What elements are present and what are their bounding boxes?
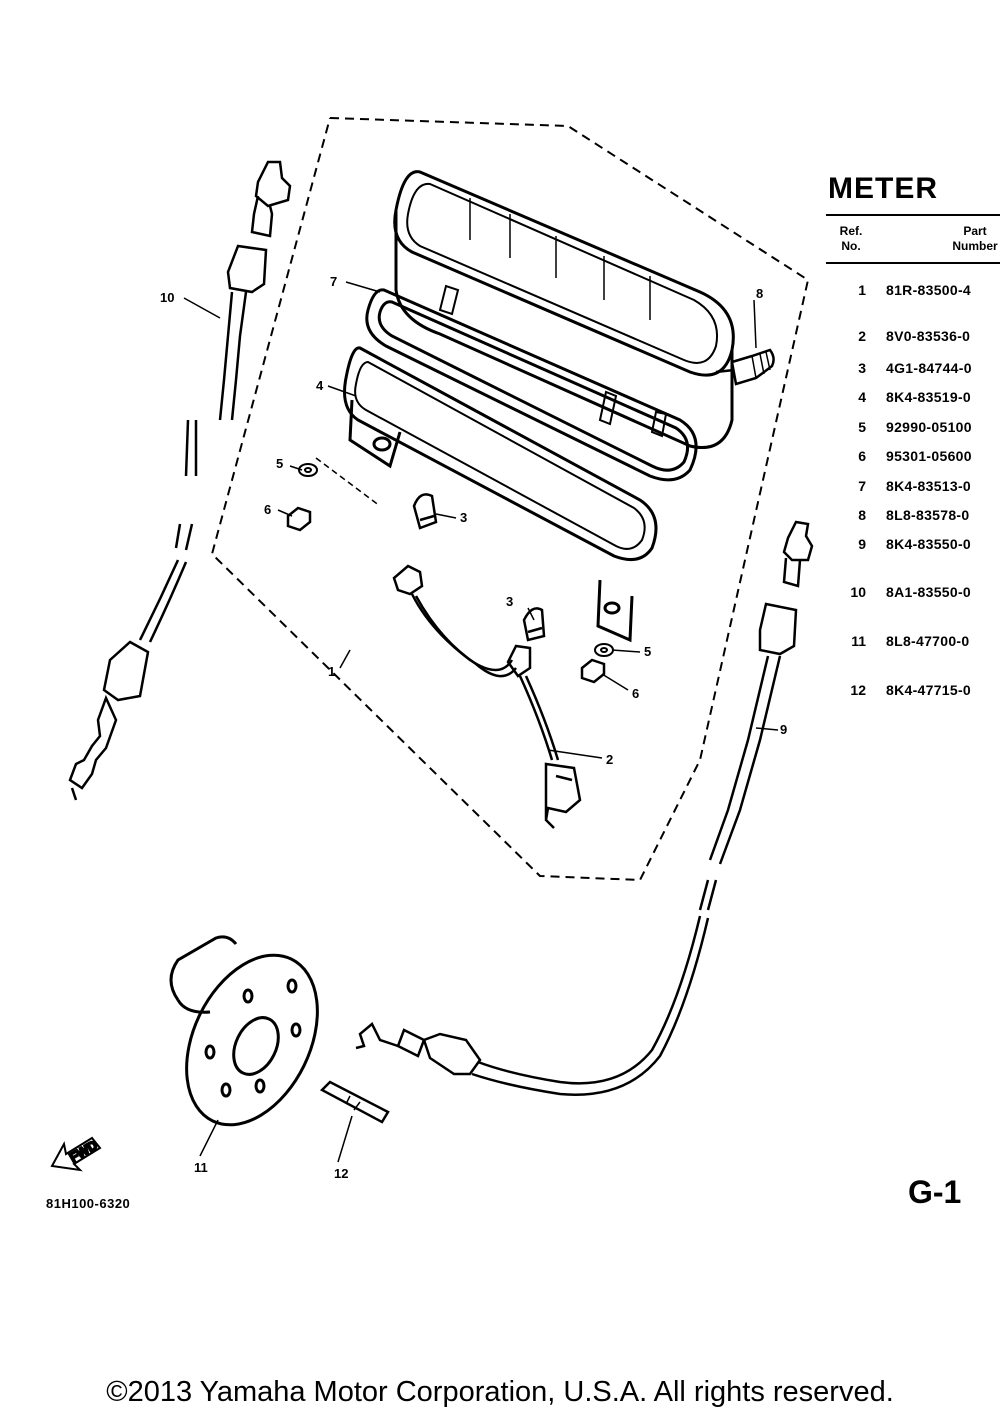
callout-5a: 5: [276, 456, 283, 471]
speedometer-gear-unit[interactable]: [160, 934, 343, 1147]
callout-leaders: [183, 281, 779, 1163]
callout-12: 12: [334, 1166, 348, 1181]
header-rule-bottom: [826, 262, 1000, 264]
callout-3b: 3: [506, 594, 513, 609]
callout-7: 7: [330, 274, 337, 289]
illustration-code: 81H100-6320: [46, 1196, 131, 1211]
callout-4: 4: [316, 378, 324, 393]
callout-6a: 6: [264, 502, 271, 517]
copyright-notice: ©2013 Yamaha Motor Corporation, U.S.A. A…: [106, 1376, 894, 1408]
callout-3a: 3: [460, 510, 467, 525]
ref-no-header: Ref.No.: [839, 224, 863, 253]
callout-10: 10: [160, 290, 174, 305]
callout-6b: 6: [632, 686, 639, 701]
gasket[interactable]: [365, 288, 698, 482]
gear-pin[interactable]: [319, 1080, 390, 1124]
callout-2: 2: [606, 752, 613, 767]
callout-8: 8: [756, 286, 763, 301]
washer-right[interactable]: [594, 643, 614, 657]
page-id: G-1: [908, 1174, 962, 1210]
callout-11: 11: [194, 1160, 208, 1175]
meter-bracket[interactable]: [343, 346, 658, 643]
meter-assembly-outline: [210, 117, 810, 882]
wire-harness[interactable]: [392, 564, 582, 829]
nut-right[interactable]: [580, 658, 606, 684]
callout-9: 9: [780, 722, 787, 737]
trip-knob[interactable]: [715, 348, 775, 386]
bulb-lower[interactable]: [522, 607, 546, 642]
nut-left[interactable]: [286, 506, 312, 532]
meter-housing[interactable]: [393, 170, 735, 449]
washer-left[interactable]: [298, 463, 318, 477]
callout-1: 1: [328, 664, 335, 679]
speedometer-cable[interactable]: [355, 520, 814, 1096]
callout-5b: 5: [644, 644, 651, 659]
tachometer-cable[interactable]: [68, 160, 292, 801]
forward-arrow-icon: FWD: [50, 1136, 102, 1172]
section-title: METER: [828, 172, 938, 205]
header-rule-top: [826, 214, 1000, 216]
bulb-upper[interactable]: [412, 493, 438, 530]
